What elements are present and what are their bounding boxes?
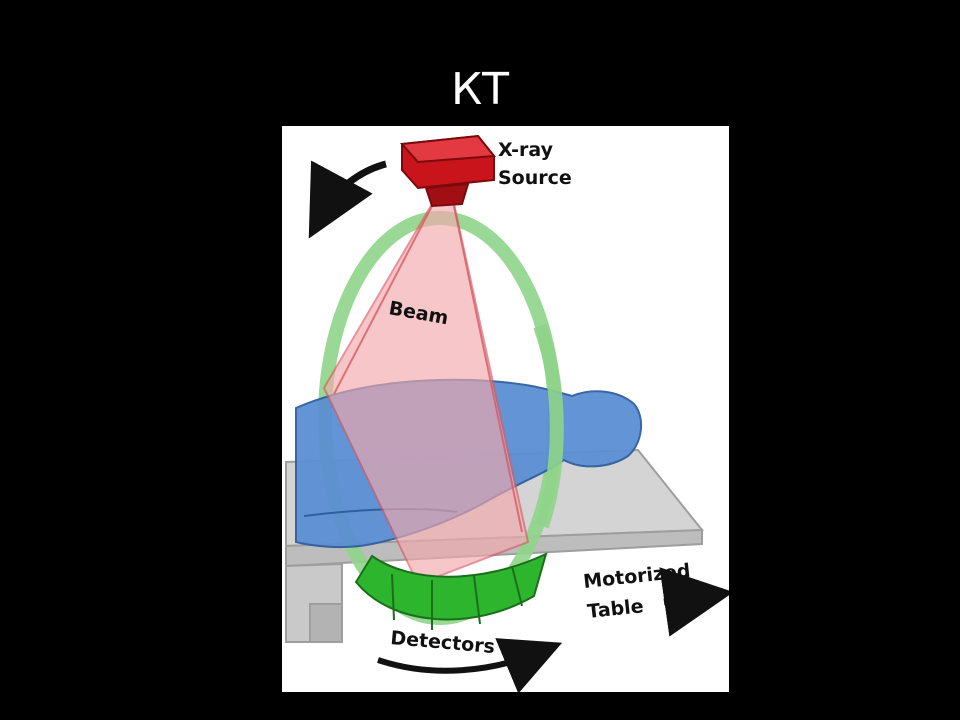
detector-array [354,552,548,630]
table-direction-arrow-icon [659,567,729,637]
rotation-arrow-icon [308,160,387,239]
label-table-line1: Motorized [582,560,691,593]
label-source-line2: Source [498,167,572,189]
slide-title: КТ [450,64,510,115]
ct-diagram-svg: X-ray Source Beam Detectors Motorized Ta… [285,134,729,692]
label-detectors: Detectors [390,627,496,658]
label-table-line2: Table [586,595,644,623]
xray-source [399,134,496,208]
detector-rotation-arrow-icon [377,638,563,692]
label-source-line1: X-ray [498,139,554,161]
ct-scanner-diagram: X-ray Source Beam Detectors Motorized Ta… [282,126,729,692]
